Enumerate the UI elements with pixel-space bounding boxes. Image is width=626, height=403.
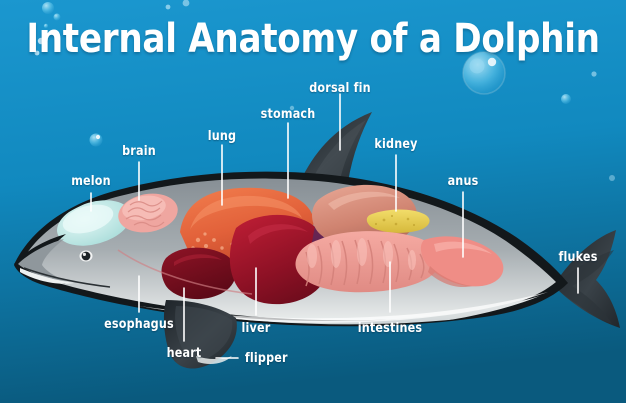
heart-organ xyxy=(161,247,236,300)
label-dorsal-fin: dorsal fin xyxy=(309,80,371,96)
label-liver: liver xyxy=(241,320,271,336)
label-heart: heart xyxy=(166,345,202,361)
mouth-line xyxy=(23,267,111,288)
label-flipper: flipper xyxy=(244,350,288,366)
brain-organ xyxy=(118,193,178,233)
label-intestines: intestines xyxy=(357,320,423,336)
label-kidney: kidney xyxy=(374,136,418,152)
label-melon: melon xyxy=(71,173,111,189)
liver-organ xyxy=(229,214,330,305)
label-flukes: flukes xyxy=(558,249,598,265)
flipper-shape xyxy=(163,300,237,369)
organ-group xyxy=(20,184,548,325)
flukes-shape xyxy=(556,230,620,328)
melon-highlight xyxy=(62,204,114,234)
kidney-organ xyxy=(366,209,430,233)
label-brain: brain xyxy=(122,143,156,159)
label-anus: anus xyxy=(447,173,479,189)
label-lung: lung xyxy=(207,128,237,144)
dorsal-fin-highlight xyxy=(312,120,366,180)
leader-lines xyxy=(90,93,579,359)
intestines-organ xyxy=(295,231,440,293)
eye xyxy=(79,250,93,262)
label-stomach: stomach xyxy=(260,106,316,122)
pectoral-line xyxy=(117,249,253,295)
bubble-group xyxy=(34,0,615,181)
label-esophagus: esophagus xyxy=(104,316,174,332)
page-title: Internal Anatomy of a Dolphin xyxy=(26,16,600,62)
